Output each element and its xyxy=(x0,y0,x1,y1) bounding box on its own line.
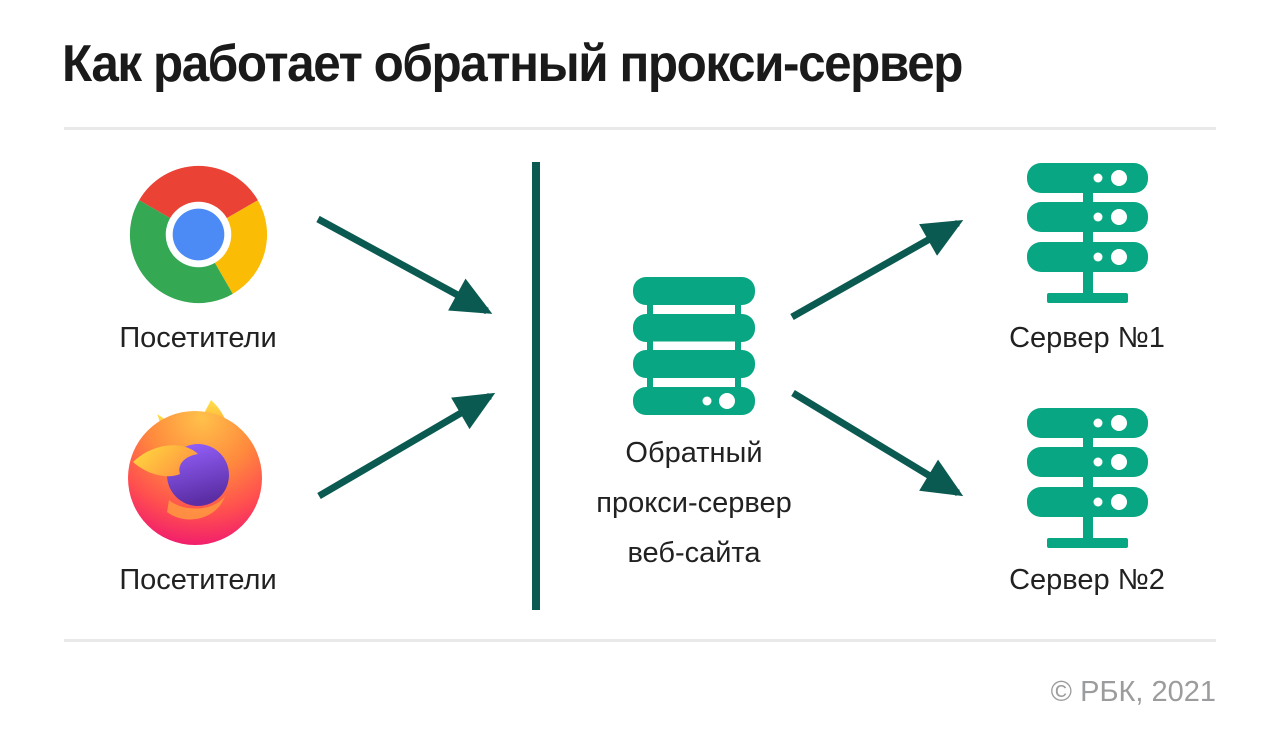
proxy-boundary-line xyxy=(532,162,540,610)
bottom-divider xyxy=(64,639,1216,642)
proxy-server-icon xyxy=(633,277,755,420)
proxy-label: Обратный прокси-сервер веб-сайта xyxy=(564,428,824,578)
page-title: Как работает обратный прокси-сервер xyxy=(62,35,963,93)
proxy-label-line-2: прокси-сервер xyxy=(596,487,792,519)
proxy-server-svg xyxy=(633,277,755,415)
proxy-label-line-1: Обратный xyxy=(625,437,763,469)
server-rack-icon-1 xyxy=(1027,163,1148,308)
copyright-text: © РБК, 2021 xyxy=(1050,676,1216,708)
firefox-logo-svg xyxy=(128,400,262,545)
firefox-logo-icon xyxy=(125,398,270,553)
server-1-label: Сервер №1 xyxy=(1009,322,1165,354)
chrome-logo-svg xyxy=(129,165,268,304)
chrome-logo-icon xyxy=(129,165,268,309)
arrow-proxy-to-server-1 xyxy=(790,219,964,321)
visitors-label-2: Посетители xyxy=(119,564,277,596)
arrow-chrome-to-proxy xyxy=(316,215,493,315)
server-rack-svg-2 xyxy=(1027,408,1148,548)
arrow-firefox-to-proxy xyxy=(317,392,496,500)
server-2-label: Сервер №2 xyxy=(1009,564,1165,596)
top-divider xyxy=(64,127,1216,130)
server-rack-svg-1 xyxy=(1027,163,1148,303)
visitors-label-1: Посетители xyxy=(119,322,277,354)
proxy-label-line-3: веб-сайта xyxy=(627,537,761,569)
server-rack-icon-2 xyxy=(1027,408,1148,553)
